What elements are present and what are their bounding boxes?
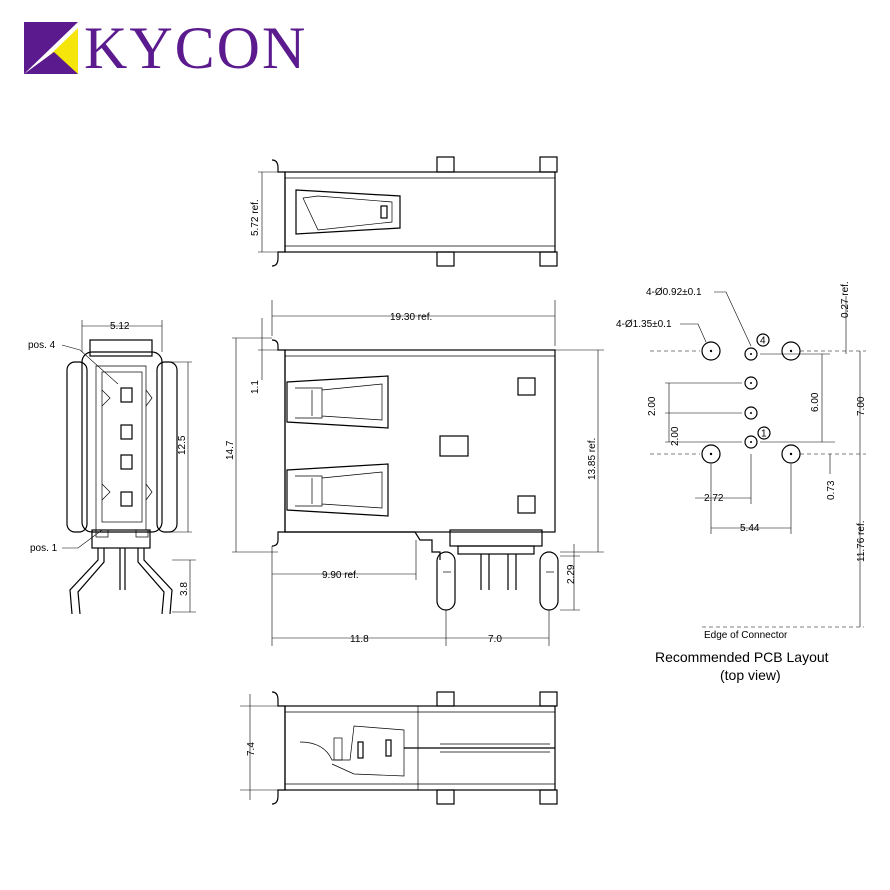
offset-272-label: 2.72 <box>704 493 724 504</box>
side-height-label: 12.5 <box>177 435 188 455</box>
offset-top-label: 1.1 <box>250 380 261 394</box>
pcb-small-hole <box>744 406 758 420</box>
pos1-label: pos. 1 <box>30 543 58 554</box>
edge-of-connector-label: Edge of Connector <box>704 630 788 641</box>
kycon-logo-mark <box>24 22 78 74</box>
pcb-small-hole <box>744 347 758 361</box>
edge-ref-label: 11.76 ref. <box>856 520 867 562</box>
pcb-layout: 2.00 2.00 6.00 7.00 0.27 ref. 0.73 11.76… <box>616 281 867 683</box>
pcb-layout-title: Recommended PCB Layout <box>655 649 829 665</box>
brand-name: KYCON <box>84 15 308 81</box>
front-view: 19.30 ref. 1.1 14.7 13.85 ref. 9.90 ref.… <box>225 300 604 646</box>
top-height-ref: 5.72 ref. <box>250 199 261 236</box>
side-width-label: 5.12 <box>110 321 130 332</box>
length-ref-label: 19.30 ref. <box>390 312 432 323</box>
span-700-label: 7.00 <box>856 396 867 416</box>
width-544-label: 5.44 <box>740 523 760 534</box>
large-holes-spec: 4-Ø1.35±0.1 <box>616 319 672 330</box>
pin1-label: 1 <box>761 429 767 440</box>
top-view: 5.72 ref. <box>250 156 558 267</box>
bottom-height-label: 7.4 <box>246 742 257 756</box>
front-height-label: 14.7 <box>225 440 236 460</box>
pitch-2-label: 2.00 <box>670 426 681 446</box>
pcb-small-hole <box>744 376 758 390</box>
pcb-large-hole <box>701 444 721 464</box>
logo-mark-purple-triangle <box>24 22 78 74</box>
pin-length-label: 3.8 <box>179 582 190 596</box>
body-height-ref-label: 13.85 ref. <box>587 438 598 480</box>
bottom-view: 7.4 <box>240 691 558 805</box>
span-600-label: 6.00 <box>810 392 821 412</box>
top-ref-label: 0.27 ref. <box>840 281 851 318</box>
offset-073-label: 0.73 <box>826 480 837 500</box>
side-view: 5.12 pos. 4 pos. 1 12.5 3.8 <box>28 320 196 615</box>
logo-mark-bottom-purple <box>24 52 78 74</box>
pin-offset-ref-label: 9.90 ref. <box>322 570 359 581</box>
dim-a-label: 11.8 <box>350 634 369 645</box>
kycon-logo: KYCON <box>24 16 324 80</box>
dim-b-label: 7.0 <box>488 634 502 645</box>
pin-length-2-label: 2.29 <box>566 564 577 584</box>
pin4-label: 4 <box>760 336 766 347</box>
pcb-layout-subtitle: (top view) <box>720 667 781 683</box>
small-holes-spec: 4-Ø0.92±0.1 <box>646 287 702 298</box>
pcb-large-hole <box>701 341 721 361</box>
pitch-1-label: 2.00 <box>647 396 658 416</box>
pos4-label: pos. 4 <box>28 340 56 351</box>
pcb-small-hole <box>744 435 758 449</box>
